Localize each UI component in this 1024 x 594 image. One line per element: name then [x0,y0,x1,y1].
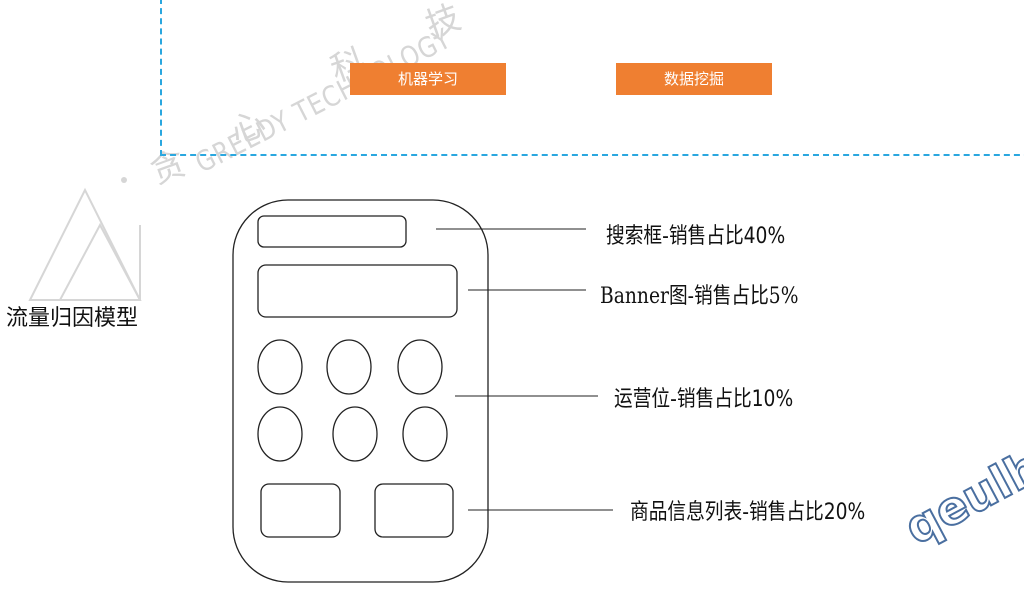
goods-card-1 [260,483,341,538]
ops-slot-1 [257,339,303,395]
label-search-box: 搜索框-销售占比40% [606,224,786,249]
logo-triangle-inner [59,222,141,301]
label-goods-list: 商品信息列表-销售占比20% [630,500,866,525]
header-dashed-frame [160,0,1024,156]
ops-slot-6 [402,406,448,462]
tag-data-mining: 数据挖掘 [616,63,772,95]
ops-slot-4 [257,406,303,462]
ops-slot-3 [397,339,443,395]
logo-dot [121,177,127,183]
goods-card-2 [374,483,454,538]
ops-slot-2 [326,339,372,395]
search-box-shape [257,215,407,248]
logo-triangle-outer [28,187,142,301]
label-banner: Banner图-销售占比5% [600,284,799,309]
tag-machine-learning: 机器学习 [350,63,506,95]
attribution-model-label: 流量归因模型 [6,306,139,331]
banner-shape [257,264,458,318]
ops-slot-5 [332,406,378,462]
phone-frame [232,199,489,583]
label-operations-slot: 运营位-销售占比10% [614,387,794,412]
